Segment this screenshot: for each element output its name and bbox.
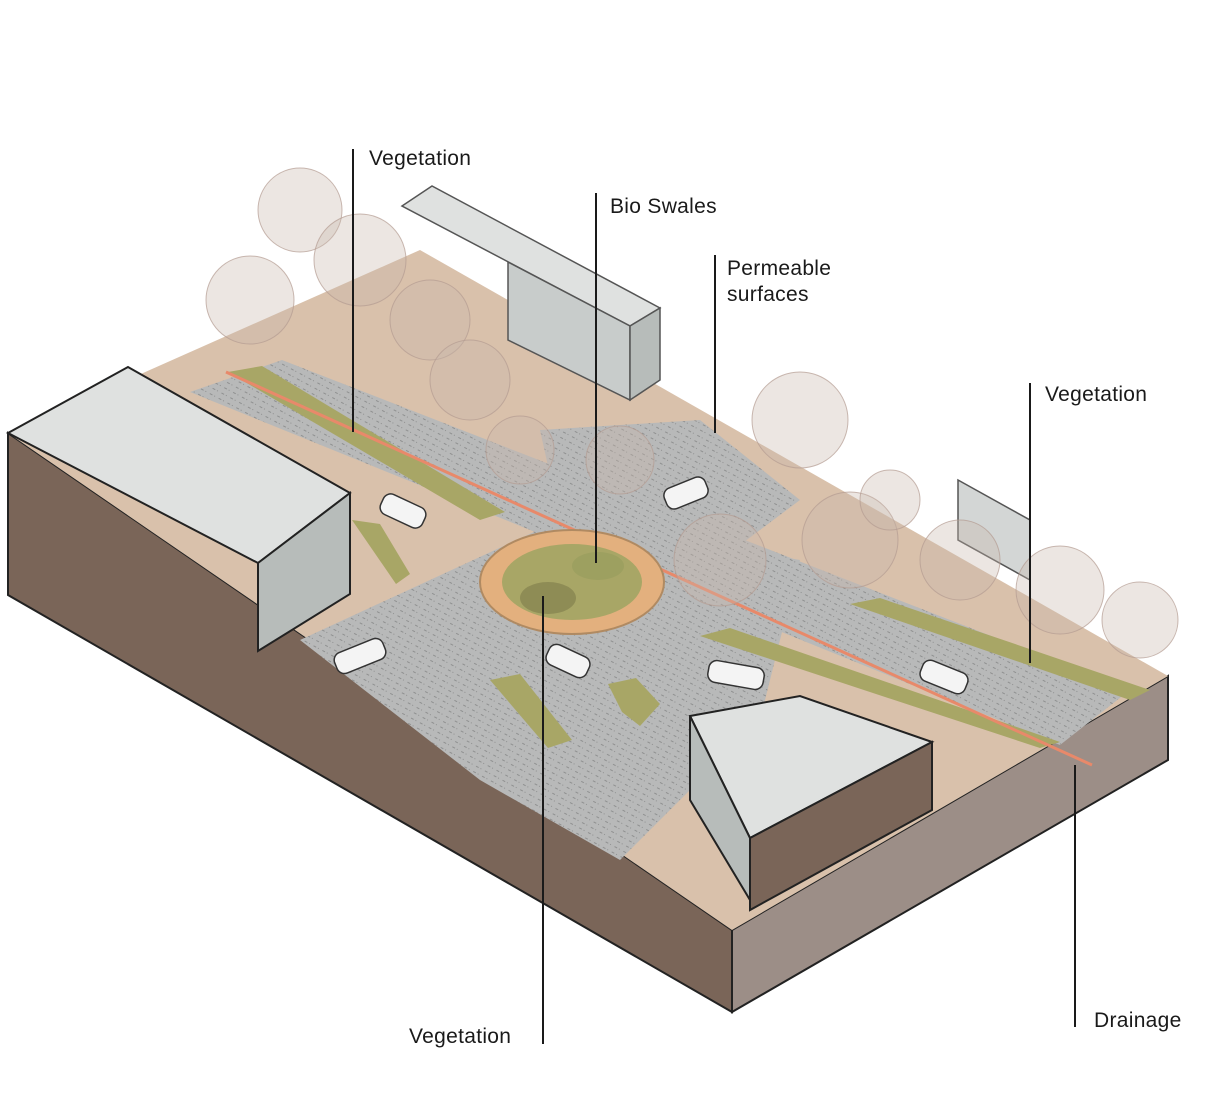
label-vegetation-top-left: Vegetation	[369, 147, 472, 170]
vegetation-island	[608, 678, 660, 726]
leader-line-vegetation-bottom	[542, 596, 544, 1044]
cars	[333, 476, 969, 695]
vegetation-island	[490, 674, 572, 748]
car	[707, 659, 765, 691]
vegetation-island	[352, 520, 410, 584]
car	[545, 643, 591, 679]
building-front	[688, 694, 935, 912]
swale-depression	[572, 552, 624, 580]
soil-side-face	[731, 674, 1169, 1014]
car	[919, 659, 969, 695]
car	[333, 637, 387, 675]
side-vegetation-strip	[850, 598, 1150, 700]
label-permeable-line1: Permeable	[727, 257, 832, 280]
leader-line-permeable	[714, 255, 716, 433]
label-bio-swales: Bio Swales	[610, 195, 717, 218]
label-drainage: Drainage	[1094, 1009, 1182, 1032]
cross-road	[300, 520, 800, 860]
building-left	[5, 365, 352, 653]
car	[663, 476, 709, 510]
leader-line-drainage	[1074, 765, 1076, 1027]
leader-line-bio-swales	[595, 193, 597, 563]
label-vegetation-bottom: Vegetation	[409, 1025, 512, 1048]
swale-depression	[520, 582, 576, 614]
label-permeable-line2: surfaces	[727, 283, 809, 306]
median-vegetation-strip-east	[700, 628, 1060, 748]
leader-line-vegetation-top-left	[352, 149, 354, 432]
car	[379, 493, 427, 529]
tree-canopies	[205, 167, 1179, 659]
bio-swale-basin	[502, 544, 642, 620]
label-vegetation-right: Vegetation	[1045, 383, 1148, 406]
leader-line-vegetation-right	[1029, 383, 1031, 663]
